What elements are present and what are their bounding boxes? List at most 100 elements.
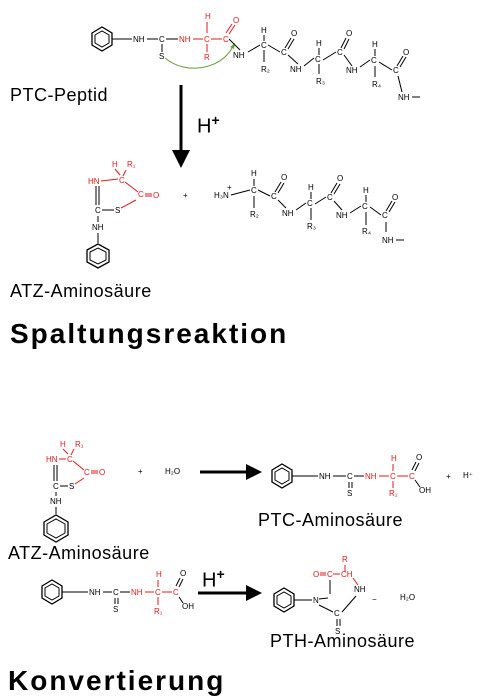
reaction-arrow-down	[172, 85, 190, 168]
pth-aminoacid-structure: R O C CH NH N C S	[273, 555, 366, 636]
svg-text:C: C	[390, 472, 396, 481]
svg-text:C: C	[409, 472, 415, 481]
svg-text:+: +	[183, 191, 188, 200]
svg-text:O: O	[337, 174, 343, 183]
svg-text:C: C	[327, 193, 333, 202]
svg-text:O: O	[313, 570, 319, 579]
svg-text:NH: NH	[233, 51, 245, 60]
svg-text:NH: NH	[282, 209, 294, 218]
svg-text:C: C	[84, 468, 90, 477]
svg-text:O: O	[281, 173, 287, 182]
svg-text:C: C	[315, 55, 321, 64]
svg-text:NH: NH	[346, 66, 358, 75]
svg-text:C: C	[204, 35, 210, 44]
ptc-aminoacid-label: PTC-Aminosäure	[258, 510, 404, 530]
svg-text:C: C	[53, 482, 59, 491]
svg-text:C: C	[334, 609, 340, 618]
svg-text:C: C	[347, 472, 353, 481]
svg-text:NH: NH	[290, 65, 302, 74]
atz-aminoacid-label-top: ATZ-Aminosäure	[10, 281, 152, 301]
svg-text:−: −	[372, 595, 377, 604]
svg-text:R₃: R₃	[307, 222, 316, 231]
pth-aminoacid-label: PTH-Aminosäure	[270, 631, 416, 651]
svg-text:NH: NH	[179, 35, 191, 44]
svg-text:+: +	[138, 467, 143, 476]
svg-text:NH: NH	[365, 472, 377, 481]
svg-text:NH: NH	[319, 472, 331, 481]
h-plus-label-2: H+	[202, 566, 225, 593]
svg-text:O: O	[416, 453, 422, 462]
svg-text:C: C	[362, 202, 368, 211]
svg-text:OH: OH	[419, 486, 431, 495]
svg-text:H⁺: H⁺	[463, 471, 473, 480]
svg-text:OH: OH	[182, 602, 194, 611]
svg-text:HN: HN	[46, 455, 58, 464]
svg-text:C: C	[261, 41, 267, 50]
svg-text:C: C	[271, 192, 277, 201]
h-plus-label: H+	[197, 112, 220, 139]
svg-text:R: R	[342, 555, 348, 564]
h-plus2-base: H	[202, 569, 217, 592]
svg-text:+: +	[227, 183, 232, 192]
h-plus2-sup: +	[216, 566, 225, 582]
svg-text:NH: NH	[382, 236, 394, 245]
svg-text:R₂: R₂	[250, 210, 259, 219]
svg-text:C: C	[327, 570, 333, 579]
svg-text:H: H	[372, 40, 378, 49]
svg-text:C: C	[155, 588, 161, 597]
svg-text:H: H	[391, 454, 397, 463]
svg-text:O: O	[180, 569, 186, 578]
atz-structure-top: H R₁ HN C C O C S NH	[86, 160, 159, 269]
svg-text:S: S	[113, 605, 118, 614]
svg-text:H: H	[112, 160, 118, 169]
svg-text:HN: HN	[88, 177, 100, 186]
svg-text:O: O	[392, 193, 398, 202]
svg-text:R₁: R₁	[389, 489, 398, 498]
ptc-peptide-label: PTC-Peptid	[10, 85, 109, 105]
svg-text:C: C	[382, 211, 388, 220]
svg-text:NH: NH	[354, 585, 366, 594]
h-plus-sup: +	[211, 112, 220, 128]
svg-text:C: C	[307, 199, 313, 208]
svg-text:H₂O: H₂O	[400, 593, 415, 602]
svg-text:NH: NH	[133, 35, 145, 44]
svg-text:NH: NH	[50, 497, 62, 506]
remaining-peptide-structure: H₃N + C H R₂ C O NH C H R₃ C O NH C H R₄…	[214, 169, 404, 245]
svg-text:R₄: R₄	[372, 80, 381, 89]
svg-text:C: C	[173, 588, 179, 597]
svg-text:C: C	[251, 186, 257, 195]
svg-text:H: H	[316, 39, 322, 48]
svg-text:R₁: R₁	[127, 160, 136, 169]
svg-text:H: H	[261, 26, 267, 35]
svg-text:N: N	[313, 596, 319, 605]
svg-text:NH: NH	[336, 211, 348, 220]
conversion-title: Konvertierung	[8, 665, 226, 696]
svg-text:R₃: R₃	[316, 77, 325, 86]
svg-text:H: H	[60, 440, 66, 449]
svg-text:C: C	[337, 48, 343, 57]
h-plus-base: H	[197, 115, 212, 138]
reaction-arrow-right-2	[198, 585, 262, 601]
svg-text:S: S	[347, 489, 352, 498]
svg-text:NH: NH	[131, 588, 143, 597]
svg-text:R: R	[204, 53, 210, 62]
svg-text:C: C	[138, 190, 144, 199]
svg-text:H: H	[308, 183, 314, 192]
svg-text:NH: NH	[89, 588, 101, 597]
svg-text:C: C	[393, 66, 399, 75]
svg-text:H: H	[205, 12, 211, 21]
svg-text:C: C	[95, 206, 101, 215]
svg-text:CH: CH	[341, 570, 353, 579]
svg-text:S: S	[159, 52, 164, 61]
svg-text:H: H	[156, 570, 162, 579]
svg-text:NH: NH	[92, 223, 104, 232]
svg-text:H₂O: H₂O	[165, 467, 180, 476]
svg-text:O: O	[233, 16, 239, 25]
phenyl-ring	[91, 26, 113, 52]
svg-text:O: O	[346, 29, 352, 38]
svg-text:H: H	[363, 186, 369, 195]
svg-text:O: O	[403, 48, 409, 57]
svg-text:O: O	[153, 191, 159, 200]
ptc-aminoacid-structure: NH C S NH C H R₁ C O OH	[271, 453, 431, 498]
